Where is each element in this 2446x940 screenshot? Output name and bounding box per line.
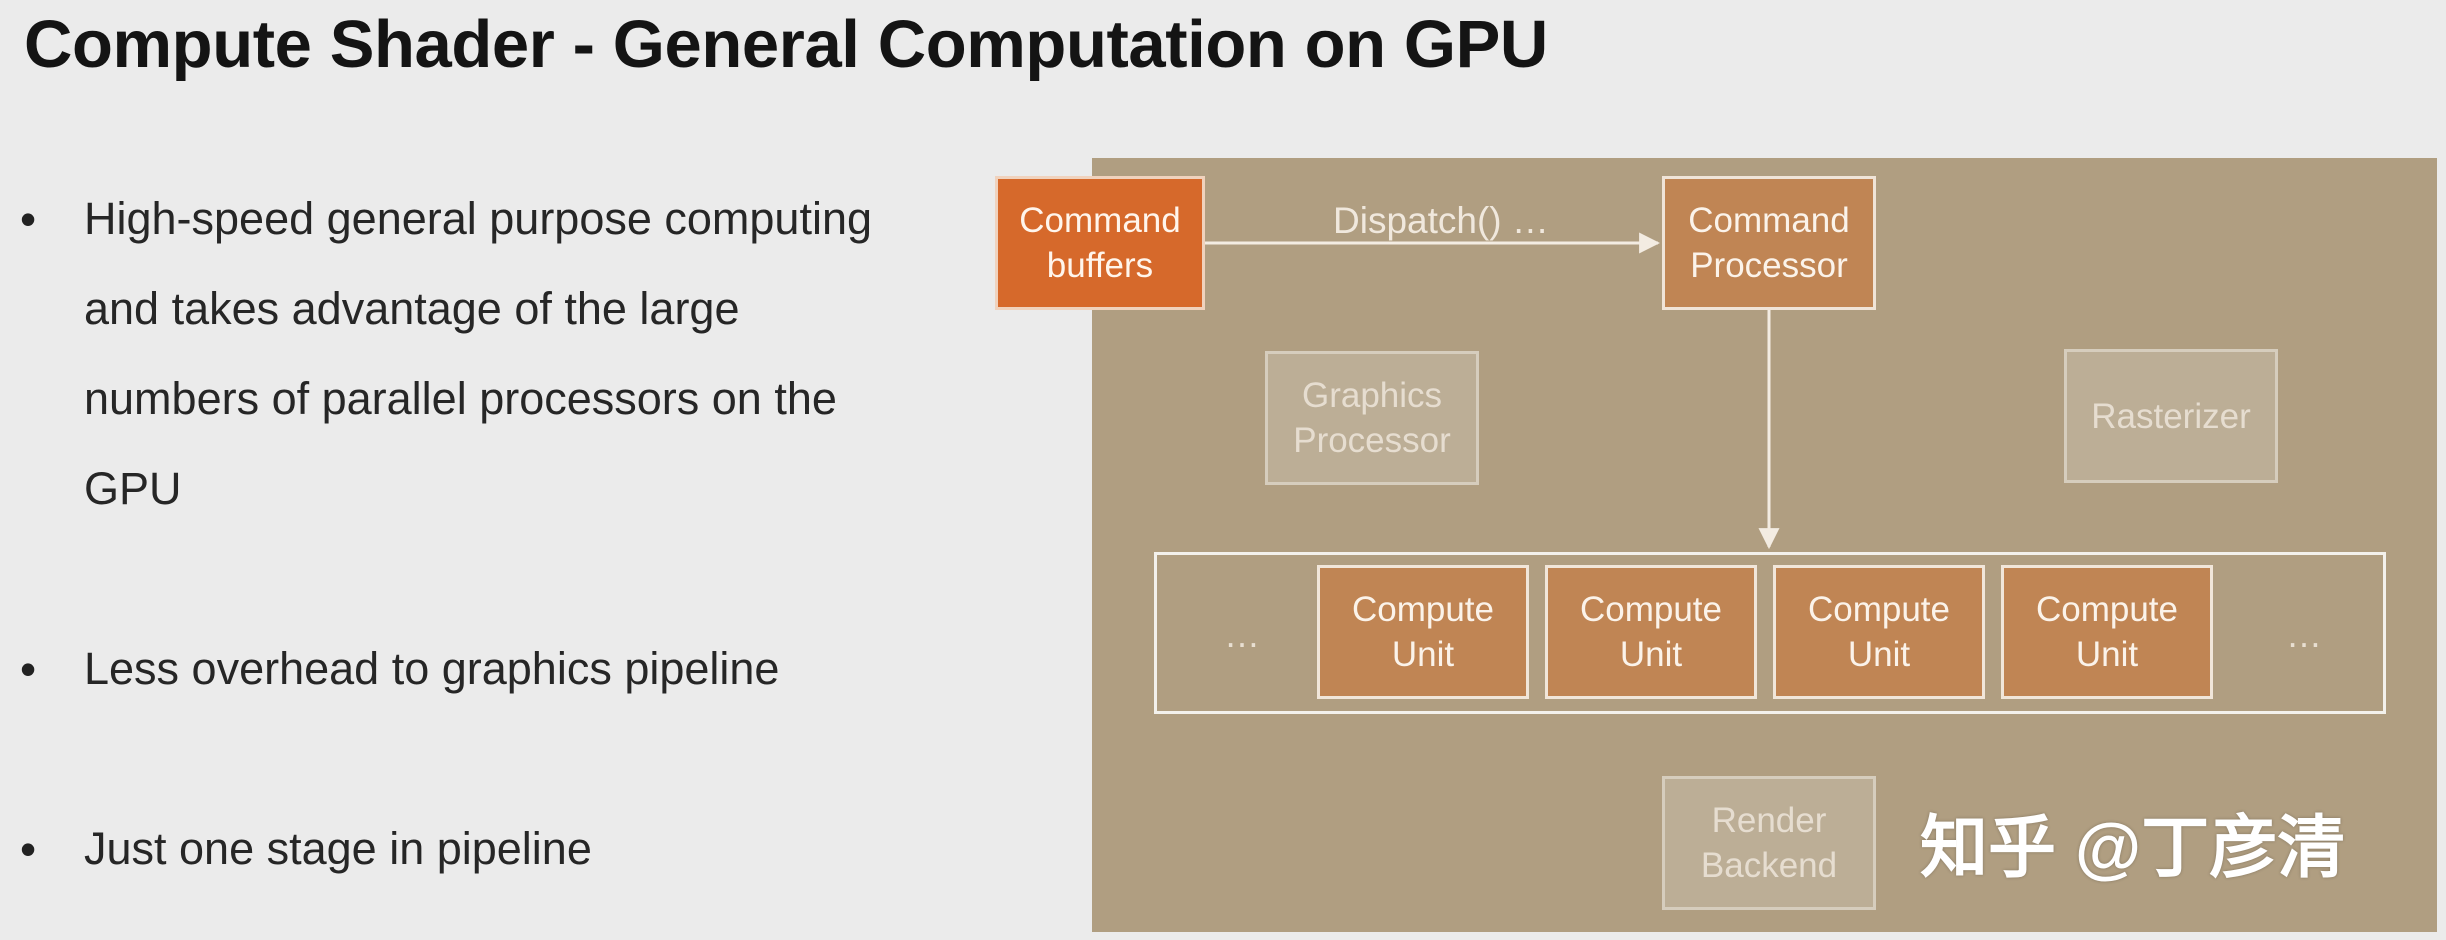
bullet-text: Just one stage in pipeline — [84, 823, 592, 874]
compute-unit-array — [1154, 552, 2386, 714]
render-backend-label: Render Backend — [1700, 801, 1838, 885]
rasterizer-label: Rasterizer — [2091, 396, 2251, 436]
compute-unit-block: Compute Unit — [2001, 565, 2213, 699]
command-buffers-label: Command buffers — [1019, 201, 1181, 285]
watermark-credit: 知乎 @丁彦清 — [1920, 810, 2346, 886]
compute-unit-block: Compute Unit — [1317, 565, 1529, 699]
bullet-marker: • — [20, 643, 37, 695]
graphics-processor-label: Graphics Processor — [1293, 376, 1451, 460]
command-buffers-block: Command buffers — [995, 176, 1205, 310]
render-backend-block: Render Backend — [1662, 776, 1876, 910]
compute-unit-ellipsis-right: … — [2286, 614, 2324, 655]
page-title: Compute Shader - General Computation on … — [24, 7, 1548, 82]
bullet-text: High-speed general purpose computing and… — [84, 193, 873, 514]
command-processor-block: Command Processor — [1662, 176, 1876, 310]
compute-unit-label: Compute Unit — [2035, 590, 2179, 674]
compute-unit-label: Compute Unit — [1579, 590, 1723, 674]
compute-unit-block: Compute Unit — [1773, 565, 1985, 699]
dispatch-label: Dispatch() … — [1333, 200, 1549, 241]
graphics-processor-block: Graphics Processor — [1265, 351, 1479, 485]
compute-unit-label: Compute Unit — [1351, 590, 1495, 674]
command-processor-label: Command Processor — [1688, 201, 1850, 285]
compute-unit-label: Compute Unit — [1807, 590, 1951, 674]
bullet-list: • High-speed general purpose computing a… — [0, 0, 900, 940]
bullet-text: Less overhead to graphics pipeline — [84, 643, 780, 694]
rasterizer-block: Rasterizer — [2064, 349, 2278, 483]
compute-unit-block: Compute Unit — [1545, 565, 1757, 699]
compute-unit-ellipsis-left: … — [1224, 614, 1262, 655]
bullet-marker: • — [20, 823, 37, 875]
bullet-marker: • — [20, 193, 37, 245]
